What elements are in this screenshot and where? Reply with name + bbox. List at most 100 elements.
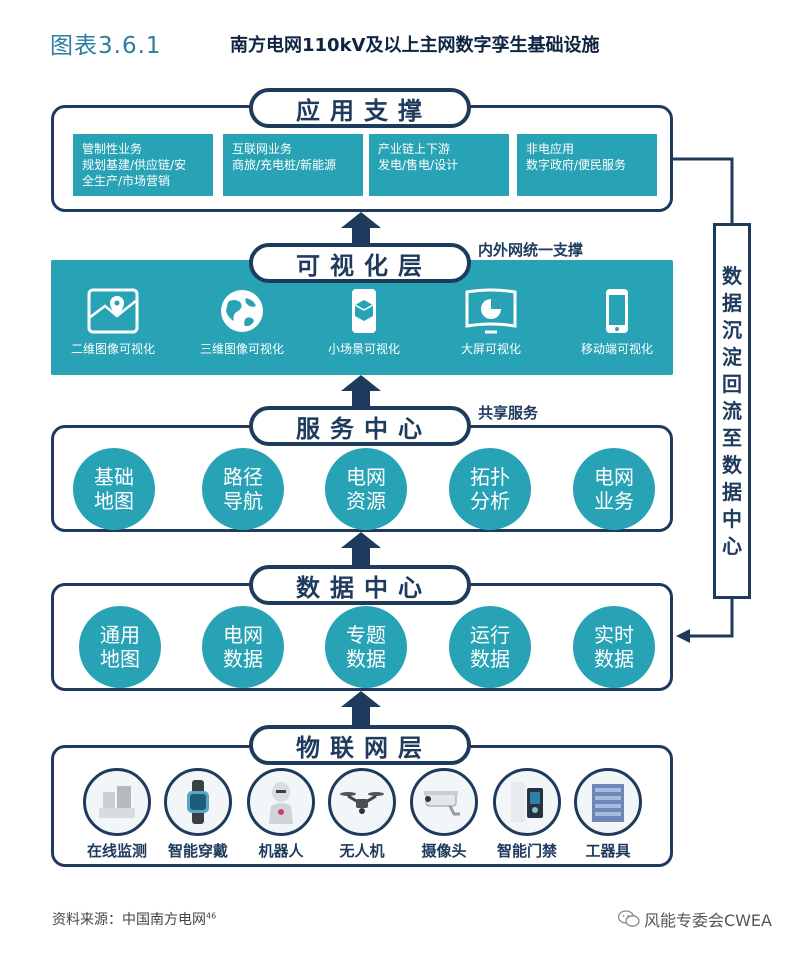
vertical-char: 流 (722, 398, 742, 423)
vertical-char: 至 (722, 425, 742, 450)
circle-line: 数据 (594, 647, 634, 671)
source-text: 资料来源：中国南方电网 (52, 912, 206, 928)
circle-line: 业务 (594, 489, 634, 513)
access-control-icon (493, 768, 561, 836)
vis-item-big-screen: 大屏可视化 (431, 288, 551, 357)
vertical-char: 回 (722, 371, 742, 396)
circle-line: 电网 (223, 623, 263, 647)
circle-line: 路径 (223, 465, 263, 489)
iot-item-tools: 工器具 (571, 768, 645, 861)
circle-line: 专题 (346, 623, 386, 647)
circle-line: 导航 (223, 489, 263, 513)
service-side-label: 共享服务 (478, 404, 539, 422)
up-arrow-icon (341, 532, 381, 568)
app-box-non-power: 非电应用 数字政府/便民服务 (517, 134, 657, 196)
iot-item-label: 工器具 (585, 842, 631, 860)
figure-label: 图表3.6.1 (50, 33, 162, 59)
app-box-internet: 互联网业务 商旅/充电桩/新能源 (223, 134, 363, 196)
data-circle-operation-data: 运行 数据 (449, 606, 531, 688)
data-backflow-box: 数 据 沉 淀 回 流 至 数 据 中 心 (713, 223, 751, 599)
map-pin-icon (87, 288, 139, 334)
app-box-regulated: 管制性业务 规划基建/供应链/安 全生产/市场营销 (73, 134, 213, 196)
vis-item-2d: 二维图像可视化 (53, 288, 173, 357)
circle-line: 数据 (223, 647, 263, 671)
iot-item-online-monitoring: 在线监测 (80, 768, 154, 861)
phone-cube-icon (352, 289, 376, 333)
service-circle-navigation: 路径 导航 (202, 448, 284, 530)
circle-line: 地图 (100, 647, 140, 671)
iot-item-label: 摄像头 (421, 842, 467, 860)
vertical-char: 中 (722, 506, 742, 531)
vis-item-label: 小场景可视化 (327, 342, 400, 356)
iot-item-label: 机器人 (258, 842, 304, 860)
drone-icon (328, 768, 396, 836)
app-box-line: 非电应用 (526, 142, 575, 156)
iot-item-label: 智能穿戴 (167, 842, 228, 860)
iot-item-access-control: 智能门禁 (490, 768, 564, 861)
globe-icon (221, 290, 263, 332)
app-box-line: 全生产/市场营销 (82, 174, 171, 188)
circle-line: 数据 (470, 647, 510, 671)
up-arrow-icon (341, 375, 381, 409)
circle-line: 分析 (470, 489, 510, 513)
tools-icon (574, 768, 642, 836)
circle-line: 拓扑 (470, 465, 510, 489)
iot-item-label: 智能门禁 (496, 842, 557, 860)
big-screen-chart-icon (465, 288, 517, 334)
application-layer-title: 应用支撑 (249, 88, 471, 128)
footnote-number: 46 (206, 911, 217, 921)
data-circle-grid-data: 电网 数据 (202, 606, 284, 688)
data-circle-general-map: 通用 地图 (79, 606, 161, 688)
service-center-title: 服务中心 (249, 406, 471, 446)
circle-line: 基础 (94, 465, 134, 489)
vis-item-scene: 小场景可视化 (304, 288, 424, 357)
app-box-line: 产业链上下游 (378, 142, 451, 156)
vis-item-mobile: 移动端可视化 (557, 288, 677, 357)
up-arrow-icon (341, 691, 381, 727)
iot-item-label: 无人机 (339, 842, 385, 860)
iot-item-drone: 无人机 (325, 768, 399, 861)
vis-item-3d: 三维图像可视化 (182, 288, 302, 357)
iot-item-label: 在线监测 (86, 842, 147, 860)
vertical-char: 据 (722, 479, 742, 504)
visualization-side-label: 内外网统一支撑 (478, 241, 584, 259)
watermark: 风能专委会CWEA (617, 907, 772, 931)
circle-line: 电网 (346, 465, 386, 489)
watermark-text: 风能专委会CWEA (643, 911, 772, 930)
vis-item-label: 移动端可视化 (580, 342, 653, 356)
monitoring-equipment-icon (83, 768, 151, 836)
app-box-line: 管制性业务 (82, 142, 143, 156)
up-arrow-icon (341, 212, 381, 248)
app-box-line: 数字政府/便民服务 (526, 158, 627, 172)
circle-line: 实时 (594, 623, 634, 647)
app-box-industry: 产业链上下游 发电/售电/设计 (369, 134, 509, 196)
vis-item-label: 二维图像可视化 (70, 342, 155, 356)
vis-item-label: 三维图像可视化 (199, 342, 284, 356)
circle-line: 通用 (100, 623, 140, 647)
app-box-line: 规划基建/供应链/安 (82, 158, 187, 172)
circle-line: 地图 (94, 489, 134, 513)
figure-title: 南方电网110kV及以上主网数字孪生基础设施 (230, 35, 600, 56)
vertical-char: 数 (722, 263, 742, 288)
visualization-layer-title: 可视化层 (249, 243, 471, 283)
service-circle-base-map: 基础 地图 (73, 448, 155, 530)
source-note: 资料来源：中国南方电网46 (52, 909, 216, 929)
vertical-char: 数 (722, 452, 742, 477)
iot-item-robot: 机器人 (244, 768, 318, 861)
circle-line: 数据 (346, 647, 386, 671)
vertical-char: 据 (722, 290, 742, 315)
camera-icon (410, 768, 478, 836)
mobile-phone-icon (606, 289, 628, 333)
app-box-line: 商旅/充电桩/新能源 (232, 158, 337, 172)
vertical-char: 沉 (722, 317, 742, 342)
iot-item-camera: 摄像头 (407, 768, 481, 861)
vertical-char: 心 (722, 533, 742, 558)
data-circle-realtime-data: 实时 数据 (573, 606, 655, 688)
app-box-line: 发电/售电/设计 (378, 158, 459, 172)
circle-line: 资源 (346, 489, 386, 513)
wechat-icon (617, 910, 640, 927)
service-circle-grid-resources: 电网 资源 (325, 448, 407, 530)
app-box-line: 互联网业务 (232, 142, 293, 156)
figure-header: 图表3.6.1 南方电网110kV及以上主网数字孪生基础设施 (50, 22, 770, 62)
service-circle-topology: 拓扑 分析 (449, 448, 531, 530)
